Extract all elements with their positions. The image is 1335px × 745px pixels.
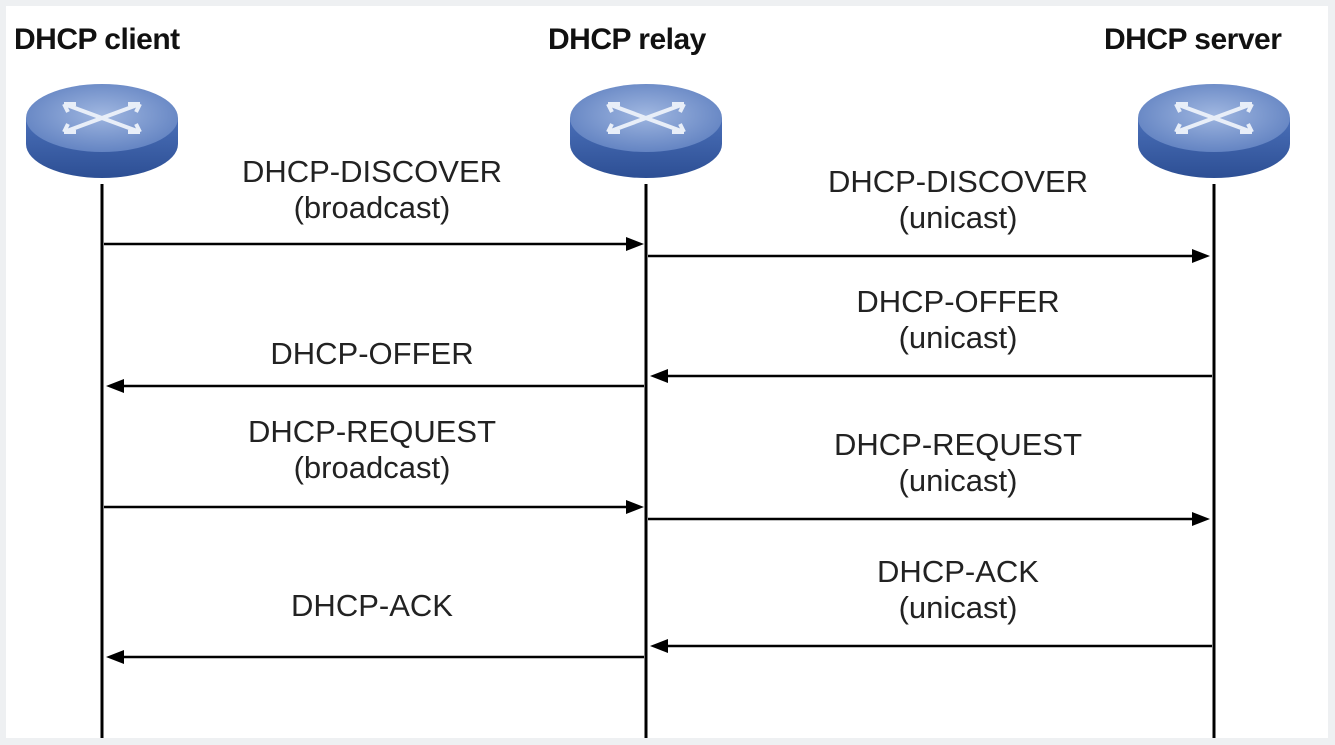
message-mode: (unicast) bbox=[898, 320, 1018, 355]
message-name: DHCP-DISCOVER bbox=[827, 164, 1089, 199]
message-label-m7: DHCP-ACK (unicast) bbox=[877, 554, 1039, 626]
client-device-icon bbox=[26, 84, 178, 178]
arrow-m4-offer bbox=[106, 379, 644, 393]
server-device-icon bbox=[1138, 84, 1290, 178]
message-mode: (broadcast) bbox=[293, 190, 451, 225]
message-mode: (unicast) bbox=[898, 463, 1018, 498]
message-mode: (broadcast) bbox=[293, 450, 451, 485]
message-label-m2: DHCP-DISCOVER (unicast) bbox=[828, 164, 1088, 236]
relay-title: DHCP relay bbox=[548, 23, 706, 56]
message-name: DHCP-REQUEST bbox=[247, 414, 497, 449]
message-name: DHCP-DISCOVER bbox=[241, 154, 503, 189]
message-label-m4: DHCP-OFFER bbox=[270, 336, 473, 372]
diagram-frame: DHCP client DHCP relay DHCP server bbox=[6, 6, 1328, 738]
arrow-m6-request-unicast bbox=[648, 512, 1210, 526]
client-title: DHCP client bbox=[14, 23, 180, 56]
message-label-m5: DHCP-REQUEST (broadcast) bbox=[248, 414, 496, 486]
message-name: DHCP-ACK bbox=[877, 554, 1039, 589]
sequence-diagram bbox=[26, 84, 1290, 738]
message-name: DHCP-OFFER bbox=[856, 284, 1060, 319]
message-label-m8: DHCP-ACK bbox=[291, 588, 453, 624]
arrow-m1-discover-broadcast bbox=[104, 237, 644, 251]
message-mode: (unicast) bbox=[898, 200, 1018, 235]
message-name: DHCP-ACK bbox=[291, 588, 453, 623]
server-title: DHCP server bbox=[1104, 23, 1282, 56]
relay-device-icon bbox=[570, 84, 722, 178]
message-label-m6: DHCP-REQUEST (unicast) bbox=[834, 427, 1082, 499]
message-name: DHCP-REQUEST bbox=[833, 427, 1083, 462]
arrow-m2-discover-unicast bbox=[648, 249, 1210, 263]
arrow-m5-request-broadcast bbox=[104, 500, 644, 514]
message-name: DHCP-OFFER bbox=[270, 336, 474, 371]
message-mode: (unicast) bbox=[898, 590, 1018, 625]
arrow-m7-ack-unicast bbox=[650, 639, 1212, 653]
message-label-m3: DHCP-OFFER (unicast) bbox=[856, 284, 1059, 356]
arrow-m8-ack bbox=[106, 650, 644, 664]
arrow-m3-offer-unicast bbox=[650, 369, 1212, 383]
message-label-m1: DHCP-DISCOVER (broadcast) bbox=[242, 154, 502, 226]
